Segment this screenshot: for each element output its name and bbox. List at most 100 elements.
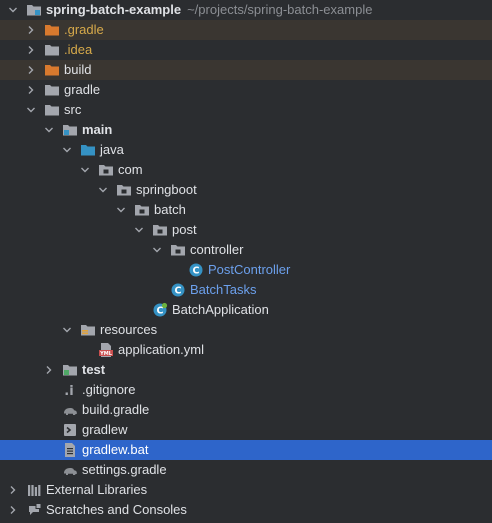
chevron-down-icon[interactable]: [8, 5, 18, 15]
tree-item-label: Scratches and Consoles: [46, 502, 187, 517]
tree-item-label: main: [82, 122, 113, 137]
svg-text:C: C: [175, 286, 182, 297]
yml-file-icon: YML: [98, 342, 114, 358]
svg-text:YML: YML: [99, 351, 113, 357]
tree-item-label: controller: [190, 242, 244, 257]
java-source-folder-icon: [80, 142, 96, 158]
tree-item-label: .gradle: [64, 22, 104, 37]
spring-boot-class-icon: C: [152, 302, 168, 318]
folder-icon: [44, 102, 60, 118]
chevron-down-icon[interactable]: [98, 185, 108, 195]
chevron-right-icon[interactable]: [44, 365, 54, 375]
source-root-folder-icon: [62, 122, 78, 138]
chevron-down-icon[interactable]: [80, 165, 90, 175]
tree-item-gradle[interactable]: gradle: [0, 80, 492, 100]
tree-item-gradlew-bat[interactable]: gradlew.bat: [0, 440, 492, 460]
tree-item-label: spring-batch-example: [46, 2, 182, 17]
tree-item-label: .gitignore: [82, 382, 136, 397]
package-icon: [116, 182, 132, 198]
tree-item-batchtasks[interactable]: C BatchTasks: [0, 280, 492, 300]
tree-item-batchapplication[interactable]: C BatchApplication: [0, 300, 492, 320]
tree-item-springboot[interactable]: springboot: [0, 180, 492, 200]
resources-folder-icon: [80, 322, 96, 338]
tree-item-label: .idea: [64, 42, 93, 57]
tree-item-spring-batch-example[interactable]: spring-batch-example ~/projects/spring-ba…: [0, 0, 492, 20]
shell-script-icon: [62, 422, 78, 438]
folder-icon: [44, 42, 60, 58]
tree-item-post[interactable]: post: [0, 220, 492, 240]
svg-text:C: C: [193, 266, 200, 277]
tree-item-label: application.yml: [118, 342, 204, 357]
tree-item-application-yml[interactable]: YML application.yml: [0, 340, 492, 360]
tree-item-label: java: [100, 142, 124, 157]
scratches-icon: [26, 502, 42, 518]
tree-item-gradlew[interactable]: gradlew: [0, 420, 492, 440]
tree-item-label: External Libraries: [46, 482, 148, 497]
tree-item-postcontroller[interactable]: C PostController: [0, 260, 492, 280]
chevron-down-icon[interactable]: [152, 245, 162, 255]
tree-item-label: com: [118, 162, 143, 177]
tree-item-settings-gradle[interactable]: settings.gradle: [0, 460, 492, 480]
tree-item-label: src: [64, 102, 82, 117]
chevron-right-icon[interactable]: [26, 45, 36, 55]
excluded-folder-icon: [44, 22, 60, 38]
tree-item-label: settings.gradle: [82, 462, 167, 477]
tree-item-label: springboot: [136, 182, 197, 197]
tree-item-idea[interactable]: .idea: [0, 40, 492, 60]
tree-item-controller[interactable]: controller: [0, 240, 492, 260]
libraries-icon: [26, 482, 42, 498]
chevron-right-icon[interactable]: [26, 25, 36, 35]
tree-item-batch[interactable]: batch: [0, 200, 492, 220]
tree-item-com[interactable]: com: [0, 160, 492, 180]
chevron-down-icon[interactable]: [116, 205, 126, 215]
chevron-right-icon[interactable]: [26, 65, 36, 75]
tree-item-test[interactable]: test: [0, 360, 492, 380]
tree-item-src[interactable]: src: [0, 100, 492, 120]
chevron-down-icon[interactable]: [62, 145, 72, 155]
tree-item-label: test: [82, 362, 106, 377]
gradle-elephant-icon: [62, 402, 78, 418]
chevron-right-icon[interactable]: [8, 505, 18, 515]
gradle-elephant-icon: [62, 462, 78, 478]
svg-text:.i: .i: [64, 384, 73, 398]
tree-item-label: BatchApplication: [172, 302, 269, 317]
tree-item-build[interactable]: build: [0, 60, 492, 80]
tree-item-label: post: [172, 222, 197, 237]
tree-item-label: build: [64, 62, 92, 77]
chevron-down-icon[interactable]: [26, 105, 36, 115]
tree-item-label: build.gradle: [82, 402, 150, 417]
tree-item-label: gradle: [64, 82, 101, 97]
tree-item-label: batch: [154, 202, 186, 217]
module-folder-icon: [26, 2, 42, 18]
tree-item-label: resources: [100, 322, 158, 337]
chevron-right-icon[interactable]: [8, 485, 18, 495]
tree-item-resources[interactable]: resources: [0, 320, 492, 340]
tree-item-main[interactable]: main: [0, 120, 492, 140]
text-file-icon: [62, 442, 78, 458]
chevron-down-icon[interactable]: [44, 125, 54, 135]
tree-item-scratches-and-consoles[interactable]: Scratches and Consoles: [0, 500, 492, 520]
package-icon: [134, 202, 150, 218]
package-icon: [98, 162, 114, 178]
tree-item-gitignore[interactable]: .i .gitignore: [0, 380, 492, 400]
tree-item-external-libraries[interactable]: External Libraries: [0, 480, 492, 500]
chevron-down-icon[interactable]: [62, 325, 72, 335]
folder-icon: [44, 82, 60, 98]
tree-item-path: ~/projects/spring-batch-example: [187, 2, 373, 17]
excluded-folder-icon: [44, 62, 60, 78]
svg-text:C: C: [157, 306, 164, 317]
java-class-icon: C: [188, 262, 204, 278]
tree-item-label: gradlew.bat: [82, 442, 149, 457]
test-folder-icon: [62, 362, 78, 378]
tree-item-gradle[interactable]: .gradle: [0, 20, 492, 40]
tree-item-label: BatchTasks: [190, 282, 257, 297]
tree-item-java[interactable]: java: [0, 140, 492, 160]
chevron-right-icon[interactable]: [26, 85, 36, 95]
chevron-down-icon[interactable]: [134, 225, 144, 235]
java-class-icon: C: [170, 282, 186, 298]
package-icon: [170, 242, 186, 258]
tree-item-build-gradle[interactable]: build.gradle: [0, 400, 492, 420]
tree-item-label: PostController: [208, 262, 291, 277]
tree-item-label: gradlew: [82, 422, 128, 437]
